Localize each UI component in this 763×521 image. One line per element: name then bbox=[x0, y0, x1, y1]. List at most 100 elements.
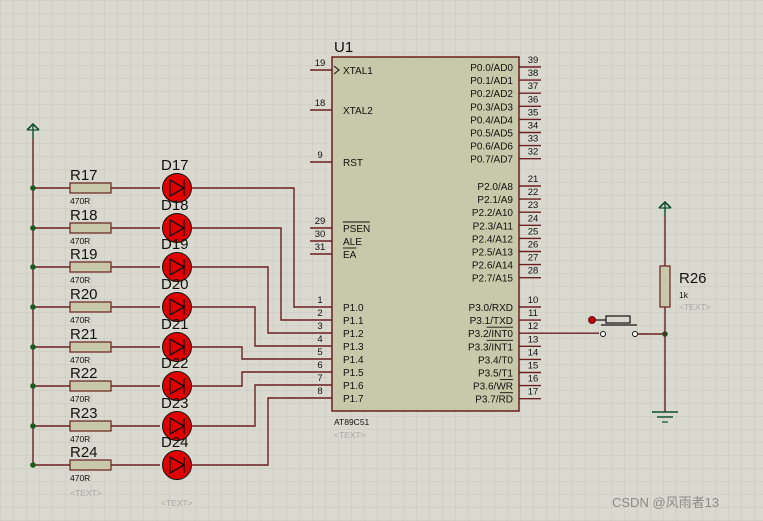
pin-label-p2-4-a12: P2.4/A12 bbox=[472, 234, 514, 245]
pin-number-2: 2 bbox=[317, 308, 322, 319]
diode-triangle-icon bbox=[169, 297, 186, 317]
pin-number-18: 18 bbox=[315, 98, 326, 109]
junction-dot bbox=[30, 185, 36, 191]
pin-label-p0-3-ad3: P0.3/AD3 bbox=[470, 102, 513, 113]
pin-label-p3-6-wr: P3.6/WR bbox=[473, 382, 513, 393]
pin-number-15: 15 bbox=[528, 361, 539, 372]
pin-number-22: 22 bbox=[528, 187, 539, 198]
pin-number-8: 8 bbox=[317, 386, 322, 397]
led-designator: D22 bbox=[161, 355, 189, 372]
led-to-p1-5 bbox=[192, 371, 310, 387]
chip-text-placeholder: <TEXT> bbox=[334, 430, 366, 440]
resistor-designator: R17 bbox=[70, 167, 98, 184]
pin-number-29: 29 bbox=[315, 216, 326, 227]
microcontroller-u1[interactable]: U1 AT89C51 <TEXT> 19XTAL118XTAL29RST29PS… bbox=[310, 39, 541, 440]
resistor-value: 470R bbox=[70, 275, 90, 285]
pin-label-rst: RST bbox=[343, 158, 363, 169]
pin-label-p3-0-rxd: P3.0/RXD bbox=[469, 303, 513, 314]
pin-number-26: 26 bbox=[528, 240, 539, 251]
junction-dot bbox=[30, 304, 36, 310]
led-designator: D20 bbox=[161, 276, 189, 293]
pin-number-9: 9 bbox=[317, 150, 322, 161]
pin-label-p2-5-a13: P2.5/A13 bbox=[472, 248, 514, 259]
resistor-text-placeholder: <TEXT> bbox=[70, 488, 102, 498]
pin-number-28: 28 bbox=[528, 266, 539, 277]
pin-label-ea: EA bbox=[343, 250, 357, 261]
pin-number-16: 16 bbox=[528, 374, 539, 385]
junction-dot bbox=[30, 462, 36, 468]
led-to-p1-1 bbox=[192, 227, 310, 321]
resistor-value: 470R bbox=[70, 394, 90, 404]
led-to-p1-3 bbox=[192, 306, 310, 347]
pin-label-p3-2-int0: P3.2/INT0 bbox=[468, 329, 513, 340]
chip-pins: 19XTAL118XTAL29RST29PSEN30ALE31EA1P1.02P… bbox=[310, 55, 541, 406]
resistor-designator: R19 bbox=[70, 246, 98, 263]
pin-label-p2-0-a8: P2.0/A8 bbox=[477, 182, 513, 193]
resistor-value: 470R bbox=[70, 236, 90, 246]
r26-value: 1k bbox=[679, 290, 689, 300]
pin-label-p2-7-a15: P2.7/A15 bbox=[472, 274, 514, 285]
pin-number-31: 31 bbox=[315, 242, 326, 253]
resistor-r17[interactable] bbox=[69, 182, 112, 194]
pin-number-14: 14 bbox=[528, 347, 539, 358]
junction-dot bbox=[30, 225, 36, 231]
led-designator: D21 bbox=[161, 316, 189, 333]
pin-label-psen: PSEN bbox=[343, 224, 370, 235]
button-contact-right bbox=[632, 331, 638, 337]
resistor-r20[interactable] bbox=[69, 301, 112, 313]
resistor-r22[interactable] bbox=[69, 380, 112, 392]
resistor-value: 470R bbox=[70, 434, 90, 444]
pin-number-13: 13 bbox=[528, 334, 539, 345]
resistor-r19[interactable] bbox=[69, 261, 112, 273]
led-to-p1-6 bbox=[192, 384, 310, 427]
resistor-r24[interactable] bbox=[69, 459, 112, 471]
diode-triangle-icon bbox=[169, 337, 186, 357]
resistor-value: 470R bbox=[70, 473, 90, 483]
pin-label-p3-4-t0: P3.4/T0 bbox=[478, 355, 513, 366]
diode-triangle-icon bbox=[169, 416, 186, 436]
resistor-r21[interactable] bbox=[69, 341, 112, 353]
pin-number-36: 36 bbox=[528, 94, 539, 105]
pin-label-xtal1: XTAL1 bbox=[343, 66, 373, 77]
resistor-value: 470R bbox=[70, 196, 90, 206]
resistor-value: 470R bbox=[70, 315, 90, 325]
chip-body[interactable] bbox=[331, 56, 520, 412]
diode-triangle-icon bbox=[169, 455, 186, 475]
pushbutton-cap[interactable] bbox=[605, 315, 631, 324]
led-designator: D18 bbox=[161, 197, 189, 214]
pin-label-p1-2: P1.2 bbox=[343, 329, 364, 340]
pin-number-6: 6 bbox=[317, 360, 322, 371]
pin-number-11: 11 bbox=[528, 308, 538, 319]
resistor-r26[interactable] bbox=[659, 265, 671, 308]
pin-label-p0-5-ad5: P0.5/AD5 bbox=[470, 129, 513, 140]
r26-designator: R26 bbox=[679, 270, 707, 287]
led-designator: D19 bbox=[161, 236, 189, 253]
resistor-r18[interactable] bbox=[69, 222, 112, 234]
vcc-arrow-right bbox=[658, 200, 672, 209]
pin-label-p2-2-a10: P2.2/A10 bbox=[472, 208, 514, 219]
pin-label-p0-6-ad6: P0.6/AD6 bbox=[470, 142, 513, 153]
resistor-r23[interactable] bbox=[69, 420, 112, 432]
junction-dot bbox=[30, 264, 36, 270]
junction-dot bbox=[30, 383, 36, 389]
pin-label-xtal2: XTAL2 bbox=[343, 106, 373, 117]
pin-label-p2-1-a9: P2.1/A9 bbox=[477, 195, 513, 206]
pin-label-p0-7-ad7: P0.7/AD7 bbox=[470, 155, 513, 166]
led-designator: D24 bbox=[161, 434, 189, 451]
resistor-designator: R21 bbox=[70, 326, 98, 343]
pin-number-12: 12 bbox=[528, 321, 539, 332]
pin-label-p3-3-int1: P3.3/INT1 bbox=[468, 342, 513, 353]
resistor-designator: R22 bbox=[70, 365, 98, 382]
pin-label-p0-2-ad2: P0.2/AD2 bbox=[470, 89, 513, 100]
resistor-value: 470R bbox=[70, 355, 90, 365]
led-designator: D23 bbox=[161, 395, 189, 412]
led-to-p1-0 bbox=[192, 187, 310, 308]
diode-triangle-icon bbox=[169, 218, 186, 238]
led-d24[interactable] bbox=[162, 450, 192, 480]
